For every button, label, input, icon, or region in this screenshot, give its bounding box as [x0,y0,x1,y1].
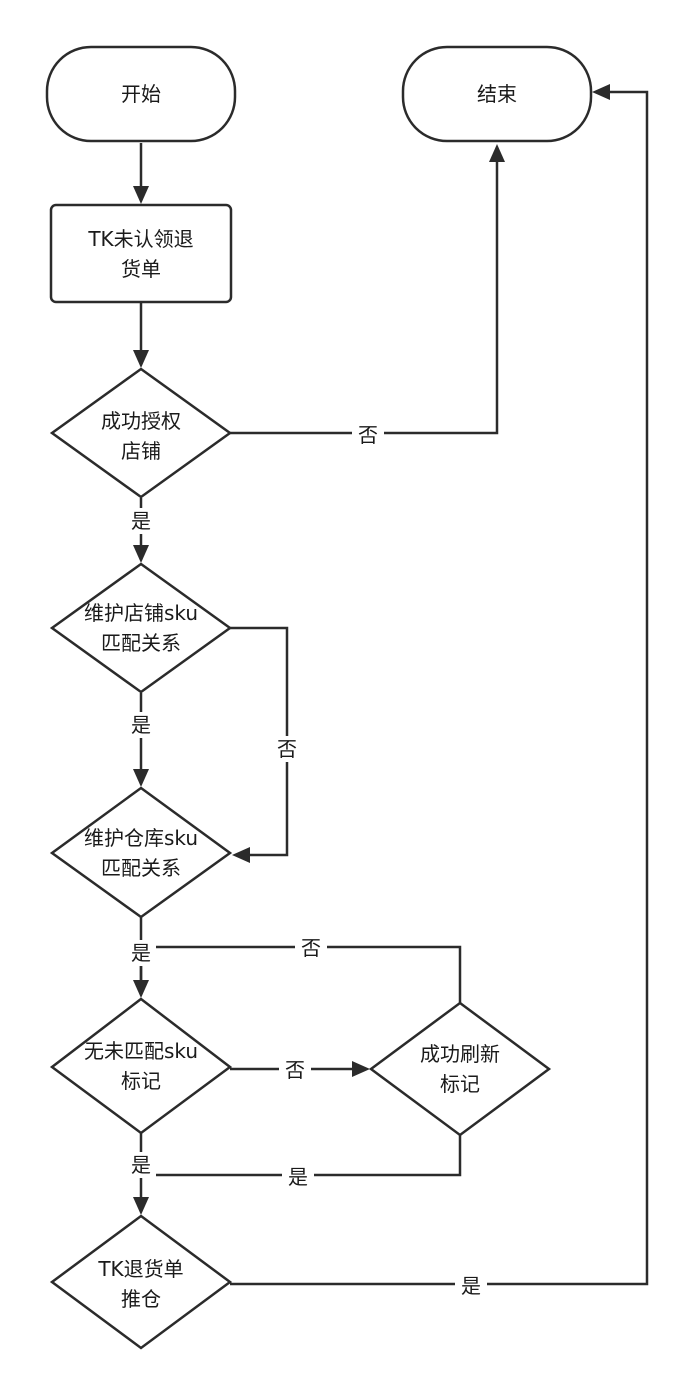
node-push-line2: 推仓 [121,1287,161,1311]
edge-labels: 否 是 是 否 是 否 否 是 是 是 [126,422,487,1298]
arrowhead [489,144,505,162]
node-authorized-line2: 店铺 [121,439,161,463]
node-store-sku-line1: 维护店铺sku [84,601,198,625]
node-warehouse-sku-line2: 匹配关系 [101,856,181,880]
edge-label-push-yes: 是 [461,1274,481,1298]
arrowhead [232,847,250,863]
arrowhead [352,1061,370,1077]
node-store-sku: 维护店铺sku 匹配关系 [49,562,233,694]
edge-label-warehouse-yes: 是 [131,941,151,965]
arrowhead [592,84,610,100]
edge-refresh-push-yes [141,1135,462,1177]
node-no-unmatched-line1: 无未匹配sku [84,1039,198,1063]
edge-label-auth-yes: 是 [131,509,151,533]
edge-label-store-no: 否 [277,737,297,761]
edge-label-store-yes: 是 [131,713,151,737]
arrowhead [133,186,149,204]
node-unclaimed: TK未认领退 货单 [49,203,233,304]
edge-label-auth-no: 否 [358,423,378,447]
edge-label-refresh-no: 否 [301,936,321,960]
node-start-label: 开始 [121,82,161,106]
node-push: TK退货单 推仓 [49,1214,233,1350]
arrowhead [133,980,149,998]
node-authorized-line1: 成功授权 [101,409,181,433]
node-end-label: 结束 [477,82,517,106]
edge-label-unmatched-yes: 是 [131,1153,151,1177]
nodes: 开始 结束 TK未认领退 货单 成功授权 店铺 维护店铺sku 匹配关系 [45,45,593,1350]
arrowhead [133,769,149,787]
arrowhead [133,350,149,368]
edge-label-refresh-yes: 是 [288,1165,308,1189]
node-unclaimed-line2: 货单 [121,257,161,281]
edge-authorized-end [230,160,499,435]
edge-label-unmatched-no: 否 [285,1058,305,1082]
node-refresh: 成功刷新 标记 [368,1001,552,1137]
edge-push-end [230,90,649,1286]
node-warehouse-sku: 维护仓库sku 匹配关系 [49,786,233,919]
node-refresh-line1: 成功刷新 [420,1042,500,1066]
node-push-line1: TK退货单 [97,1257,183,1281]
node-end: 结束 [401,45,593,143]
node-warehouse-sku-line1: 维护仓库sku [84,826,198,850]
arrowhead [133,1197,149,1215]
node-refresh-line2: 标记 [440,1072,480,1096]
node-no-unmatched: 无未匹配sku 标记 [49,997,233,1135]
node-no-unmatched-line2: 标记 [121,1069,161,1093]
node-start: 开始 [45,45,237,143]
node-store-sku-line2: 匹配关系 [101,631,181,655]
arrowhead [133,545,149,563]
node-authorized: 成功授权 店铺 [49,367,233,499]
node-unclaimed-line1: TK未认领退 [87,227,193,251]
